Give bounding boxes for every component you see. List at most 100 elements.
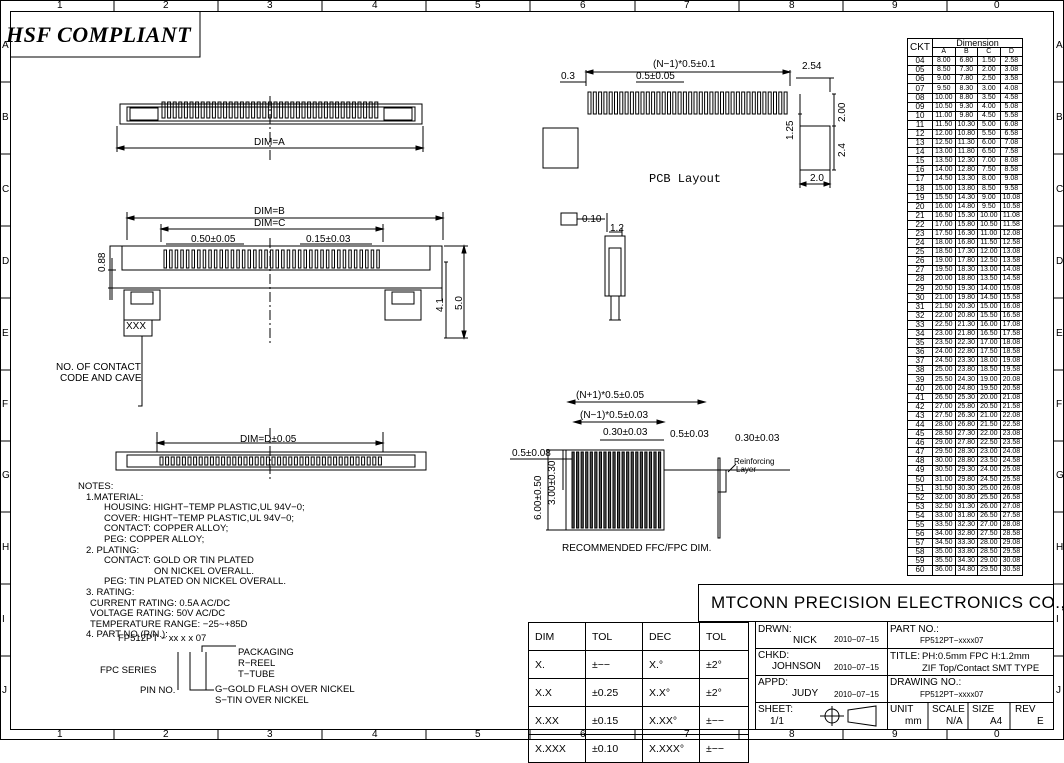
note-peg: PEG: COPPER ALLOY; — [104, 533, 205, 545]
dim-table-cell: 27.50 — [977, 529, 1001, 540]
partno-tin: S−TIN OVER NICKEL — [215, 695, 309, 706]
dim-table-cell: 14.30 — [954, 192, 979, 203]
dim-table-cell: 26.30 — [954, 410, 979, 421]
dim-table-cell: 16.00 — [977, 319, 1001, 331]
note-temperature: TEMPERATURE RANGE: −25~+85D — [90, 618, 248, 630]
dim-table-cell: 16.00 — [932, 201, 956, 212]
dim-table-cell: 23.08 — [999, 429, 1024, 440]
tol-table-cell: ±0.15 — [585, 706, 643, 735]
column-label-bottom: 8 — [789, 729, 795, 740]
ffc-n1-label: (N+1)*0.5±0.05 — [576, 390, 645, 401]
chkd-label: CHKD: — [758, 650, 790, 661]
dim-table-cell: 26.50 — [932, 392, 956, 403]
dim-table-cell: 23.50 — [977, 456, 1001, 467]
tol-table-cell: X.XXX — [528, 734, 586, 763]
column-label-bottom: 9 — [892, 729, 898, 740]
dim-table-cell: 10.50 — [977, 219, 1001, 230]
dim-table-cell: 30.50 — [932, 465, 956, 476]
dim-table-cell: 28.50 — [977, 547, 1001, 558]
dim-table-cell: 12.00 — [977, 247, 1001, 258]
row-label-left: E — [2, 328, 9, 339]
dim-table-cell: 3.08 — [999, 65, 1024, 76]
contact-note-line2: CODE AND CAVE — [60, 373, 142, 384]
drwn-label: DRWN: — [758, 624, 792, 635]
dim-table-cell: 22.00 — [932, 310, 956, 321]
dim-table-cell: 17.80 — [954, 256, 979, 267]
dim-table-cell: 31.00 — [932, 474, 956, 485]
partno-label: PART NO.: — [890, 624, 939, 635]
dim-table-cell: 33.80 — [954, 547, 979, 558]
note-contact-plating: CONTACT: GOLD OR TIN PLATED — [104, 555, 254, 567]
row-label-left: G — [2, 470, 10, 481]
dim-table-cell: 31.50 — [932, 483, 956, 494]
tol-table-cell: X.XX — [528, 706, 586, 735]
dim-table-cell: 9.80 — [954, 110, 979, 121]
dim-table-cell: 4.58 — [999, 92, 1024, 103]
dim-table-cell: 43 — [907, 410, 933, 421]
dim-table-cell: 21.00 — [932, 292, 956, 303]
dim-table-cell: 5.58 — [999, 110, 1024, 121]
dim-table-cell: 16.50 — [977, 328, 1001, 340]
tol-table-row: X.±−−X.°±2° — [528, 650, 749, 679]
dim-table-cell: 28.00 — [932, 419, 956, 431]
dim-table-cell: 10.80 — [954, 128, 979, 140]
dim-table-cell: 17.00 — [977, 338, 1001, 349]
dim-table-cell: 23.58 — [999, 438, 1024, 449]
dim-table-cell: 11.00 — [932, 110, 956, 121]
note-housing: HOUSING: HIGHT−TEMP PLASTIC,UL 94V−0; — [104, 502, 305, 514]
dim-table-cell: 08 — [907, 92, 933, 103]
note-plating: 2. PLATING: — [86, 544, 140, 556]
row-label-right: J — [1056, 685, 1061, 696]
dim-table-cell: 33.30 — [954, 538, 979, 549]
dim-table-cell: 18.00 — [932, 238, 956, 249]
column-label-top: 5 — [475, 0, 481, 11]
dim-table-cell: 10.08 — [999, 192, 1024, 203]
dim-d-label: DIM=D±0.05 — [240, 434, 297, 445]
dim-table-cell: 20.50 — [932, 283, 956, 294]
side-view — [560, 212, 626, 321]
dim-table-cell: 7.00 — [977, 156, 1001, 167]
dim-table-cell: 20.50 — [977, 401, 1001, 412]
dim-table-cell: 45 — [907, 429, 933, 440]
row-label-right: G — [1056, 470, 1064, 481]
dim-table-cell: 7.80 — [954, 74, 979, 85]
appd-name: JUDY — [792, 688, 819, 699]
note-contact: CONTACT: COPPER ALLOY; — [104, 523, 229, 535]
ffc-n2-label: (N−1)*0.5±0.03 — [580, 410, 649, 421]
dim-table-cell: 33.00 — [932, 510, 956, 521]
dim-table-cell: 13.80 — [954, 183, 979, 194]
dim-table-cell: 35.50 — [932, 556, 956, 567]
dim-table-cell: 17.58 — [999, 328, 1024, 340]
side-010-label: 0.10 — [582, 214, 602, 225]
dim-table-cell: 9.00 — [932, 74, 956, 85]
dim-table-cell: 13.00 — [932, 147, 956, 158]
dim-table-cell: 6.80 — [954, 56, 979, 67]
dim-table-cell: 27.00 — [932, 401, 956, 412]
dim-table-cell: 9.08 — [999, 174, 1024, 185]
dim-table-cell: 14.00 — [932, 165, 956, 176]
dim-table-cell: 24.08 — [999, 447, 1024, 458]
dim-table-cell: 14.58 — [999, 274, 1024, 285]
dim-table-cell: 10.58 — [999, 201, 1024, 212]
dim-table-cell: 19.50 — [932, 265, 956, 276]
dim-table-cell: 24.00 — [932, 347, 956, 358]
dim-table-cell: 13.00 — [977, 265, 1001, 276]
dim-table-cell: 23.00 — [932, 328, 956, 340]
dim-table-cell: 18.80 — [954, 274, 979, 285]
dim-table-cell: 32.50 — [932, 501, 956, 512]
dim-table-cell: 2.58 — [999, 56, 1024, 67]
row-label-left: J — [2, 685, 7, 696]
side-12-label: 1.2 — [610, 223, 624, 234]
